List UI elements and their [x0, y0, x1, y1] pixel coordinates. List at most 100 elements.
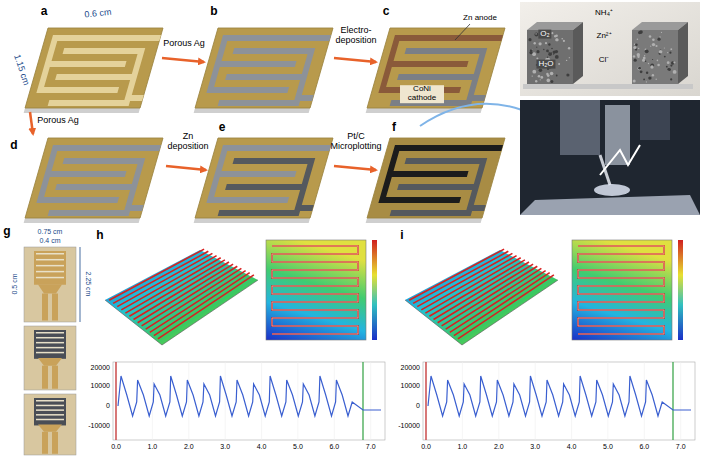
pore-dot [646, 72, 648, 74]
electrode-board [24, 28, 163, 113]
pore-dot [657, 64, 660, 67]
generated-art [24, 2, 700, 455]
surface-ridge [109, 249, 204, 300]
board-edge [366, 218, 482, 223]
pore-dot [649, 35, 652, 38]
figure-label: 0.0 [421, 443, 431, 451]
grid-line [334, 362, 335, 440]
pore-dot [547, 79, 551, 83]
pore-dot [652, 39, 655, 42]
finger-stripe [36, 347, 64, 349]
pore-dot [670, 65, 672, 67]
grid-line [535, 362, 536, 440]
pore-dot [652, 43, 655, 46]
pore-dot [650, 46, 651, 47]
surface-ridge [450, 271, 546, 333]
pore-dot [532, 75, 533, 76]
pore-dot [563, 40, 565, 42]
comb-electrode [382, 38, 502, 90]
figure-label: 7.0 [676, 443, 686, 451]
figure-label: 5.0 [293, 443, 303, 451]
process-arrow [334, 58, 376, 62]
figure-label: d [10, 139, 17, 152]
figure-label: e [219, 121, 226, 134]
pore-dot [667, 52, 668, 53]
pore-dot [664, 47, 665, 48]
pore-dot [646, 81, 647, 82]
stage-plate [520, 195, 700, 215]
light-streak [600, 145, 640, 175]
pore-dot [566, 73, 569, 76]
grid-line [498, 362, 499, 440]
pore-dot [553, 53, 554, 54]
pore-dot [546, 50, 549, 53]
pore-dot [673, 61, 675, 63]
figure-label: O₂ [538, 30, 551, 39]
comb-electrode [218, 51, 326, 103]
figure-label: i [400, 229, 403, 242]
finger-stripe [36, 405, 64, 407]
cursor-line [425, 362, 426, 440]
pore-dot [637, 38, 639, 40]
pore-dot [536, 47, 537, 48]
pore-dot [656, 79, 657, 80]
pore-dot [667, 68, 670, 71]
finger-stripe [36, 414, 64, 416]
surface-ridge [409, 249, 504, 300]
figure-label: 0.4 cm [39, 237, 60, 245]
comb-electrode [40, 148, 160, 200]
figure-label: Pt/C Microplotting [328, 132, 384, 152]
pore-dot [657, 38, 660, 41]
lead-line [42, 432, 48, 454]
channel-core [272, 246, 358, 334]
pore-dot [652, 59, 653, 60]
pore-dot [643, 79, 645, 81]
pore-dot [668, 68, 671, 71]
channel-trace [578, 246, 664, 334]
board-substrate [195, 138, 333, 218]
finger-stripe [36, 409, 64, 411]
surface-axis [162, 280, 258, 345]
pore-dot [638, 67, 642, 71]
finger-stripe [36, 337, 64, 339]
chart-frame [423, 362, 695, 440]
surface-axis [105, 300, 162, 345]
lead-taper [38, 285, 62, 294]
color-bar [372, 240, 377, 340]
figure-label: 6.0 [329, 443, 339, 451]
figure-label: 20000 [91, 364, 110, 372]
pore-dot [652, 74, 654, 76]
pore-dot [530, 49, 533, 52]
pore-dot [642, 59, 645, 62]
lead-line [52, 432, 58, 454]
pore-dot [661, 32, 662, 33]
figure-label: 0.5 cm [11, 273, 19, 294]
pore-dot [645, 61, 647, 63]
finger-stripe [36, 271, 64, 273]
board-substrate [367, 138, 505, 218]
surface-axis [405, 300, 462, 345]
pore-dot [635, 44, 638, 47]
finger-stripe [36, 277, 64, 279]
board-substrate [367, 28, 505, 108]
surface-ridge [446, 268, 542, 329]
comb-electrode [390, 51, 498, 103]
pore-dot [550, 80, 553, 83]
pore-dot [539, 69, 543, 73]
pore-dot [556, 75, 558, 77]
pore-dot [638, 48, 639, 49]
surface-axis [462, 280, 558, 345]
comb-electrode [48, 161, 156, 213]
surface-ridge [158, 275, 254, 339]
pore-dot [670, 48, 672, 50]
grid-line [225, 362, 226, 440]
lead-line [42, 294, 48, 321]
color-bar [678, 240, 683, 340]
pore-dot [633, 79, 636, 82]
board-edge [194, 218, 310, 223]
figure-label: 2.0 [184, 443, 194, 451]
profile-line [428, 376, 691, 416]
grid-line [644, 362, 645, 440]
cube-front [632, 30, 678, 84]
